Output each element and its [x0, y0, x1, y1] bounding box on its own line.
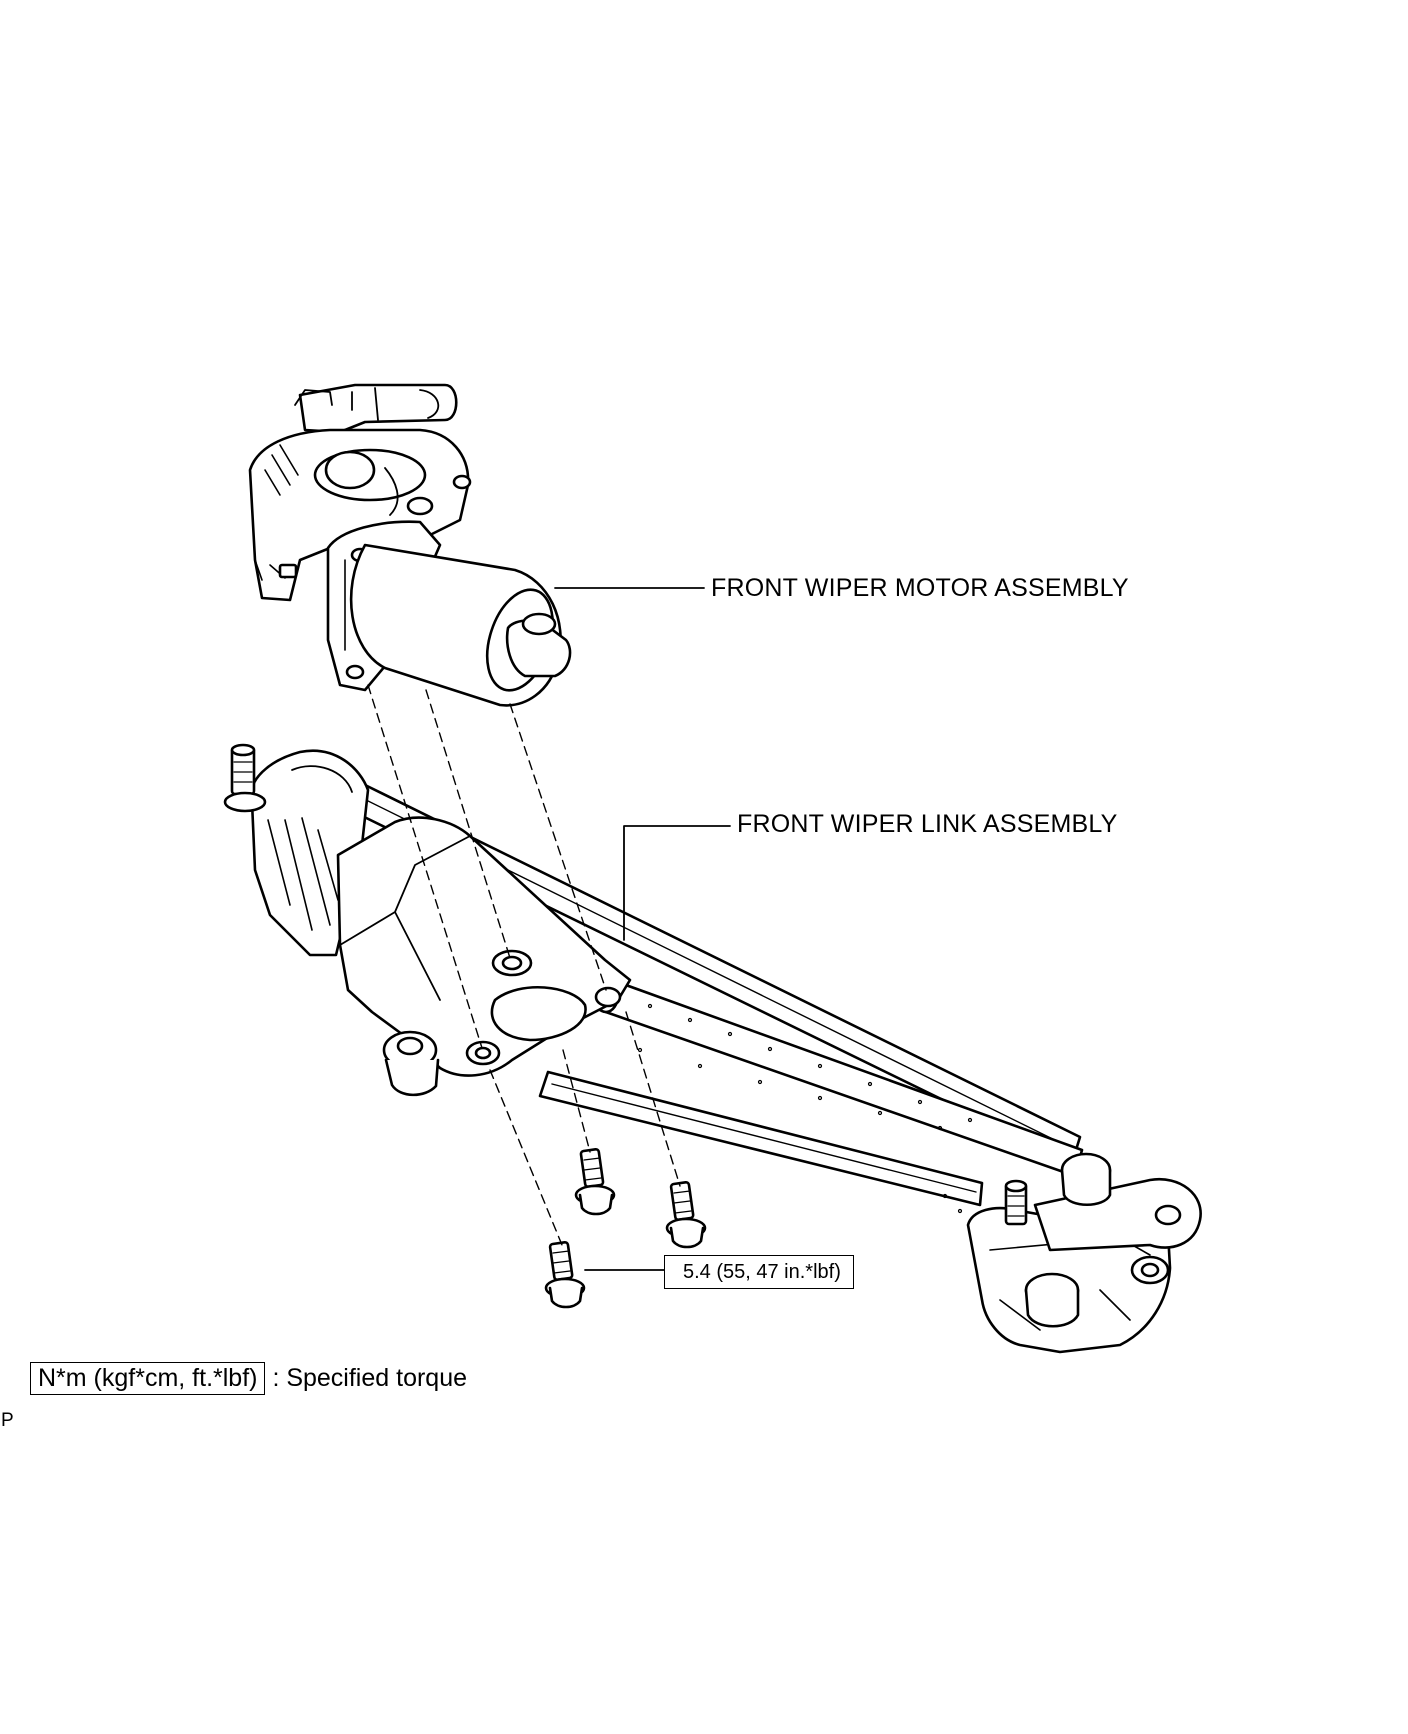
link-assembly-label: FRONT WIPER LINK ASSEMBLY — [737, 810, 1118, 838]
bolt-icon — [544, 1241, 586, 1309]
torque-legend: N*m (kgf*cm, ft.*lbf) : Specified torque — [30, 1362, 467, 1395]
wiper-link-icon — [223, 743, 1202, 1354]
motor-assembly-label: FRONT WIPER MOTOR ASSEMBLY — [711, 574, 1129, 602]
wiper-motor-icon — [248, 383, 572, 707]
page-mark: P — [1, 1410, 14, 1431]
bolt-icon — [665, 1181, 707, 1249]
torque-spec-box: 5.4 (55, 47 in.*lbf) — [664, 1255, 854, 1289]
torque-legend-text: : Specified torque — [272, 1364, 468, 1392]
bolt-icon — [574, 1148, 616, 1216]
torque-unit-box: N*m (kgf*cm, ft.*lbf) — [30, 1362, 266, 1395]
leader-lines — [554, 587, 731, 1271]
alignment-lines — [367, 684, 681, 1246]
